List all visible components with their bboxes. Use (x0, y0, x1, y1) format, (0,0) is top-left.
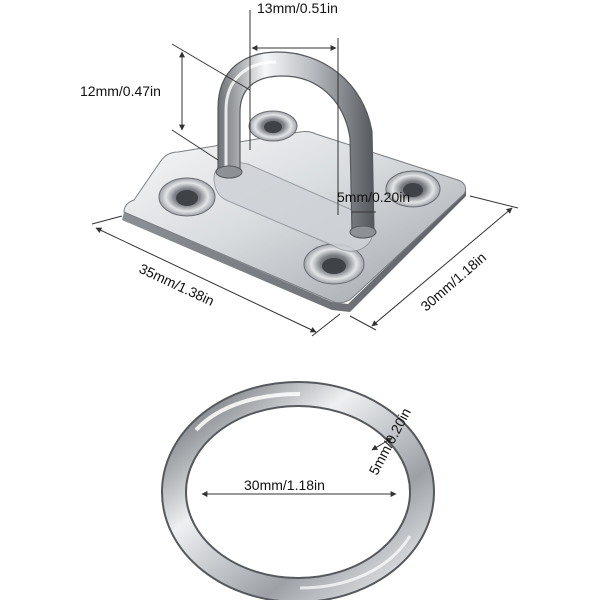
wire-thickness-label: 5mm/0.20in (337, 189, 410, 205)
dimension-lines-plate (91, 10, 519, 337)
plate-length-label: 35mm/1.38in (137, 260, 217, 309)
ring-diameter-label: 30mm/1.18in (244, 477, 325, 493)
loop-height-label: 12mm/0.47in (80, 83, 161, 99)
hole-back (248, 110, 298, 142)
hole-right (385, 170, 441, 208)
loop-width-label: 13mm/0.51in (257, 0, 338, 16)
u-loop-highlight (224, 60, 277, 166)
ring-highlight-lower (299, 535, 412, 590)
plate-width-label: 30mm/1.18in (417, 249, 489, 314)
hole-front-right (303, 243, 365, 285)
o-ring (161, 381, 435, 600)
eye-plate (122, 51, 467, 312)
u-loop (217, 51, 375, 233)
loop-foot-right (349, 225, 377, 239)
loop-foot-left (215, 165, 243, 179)
ring-highlight (194, 392, 301, 432)
dimension-lines-ring (201, 437, 397, 497)
hole-front-left (158, 177, 216, 217)
